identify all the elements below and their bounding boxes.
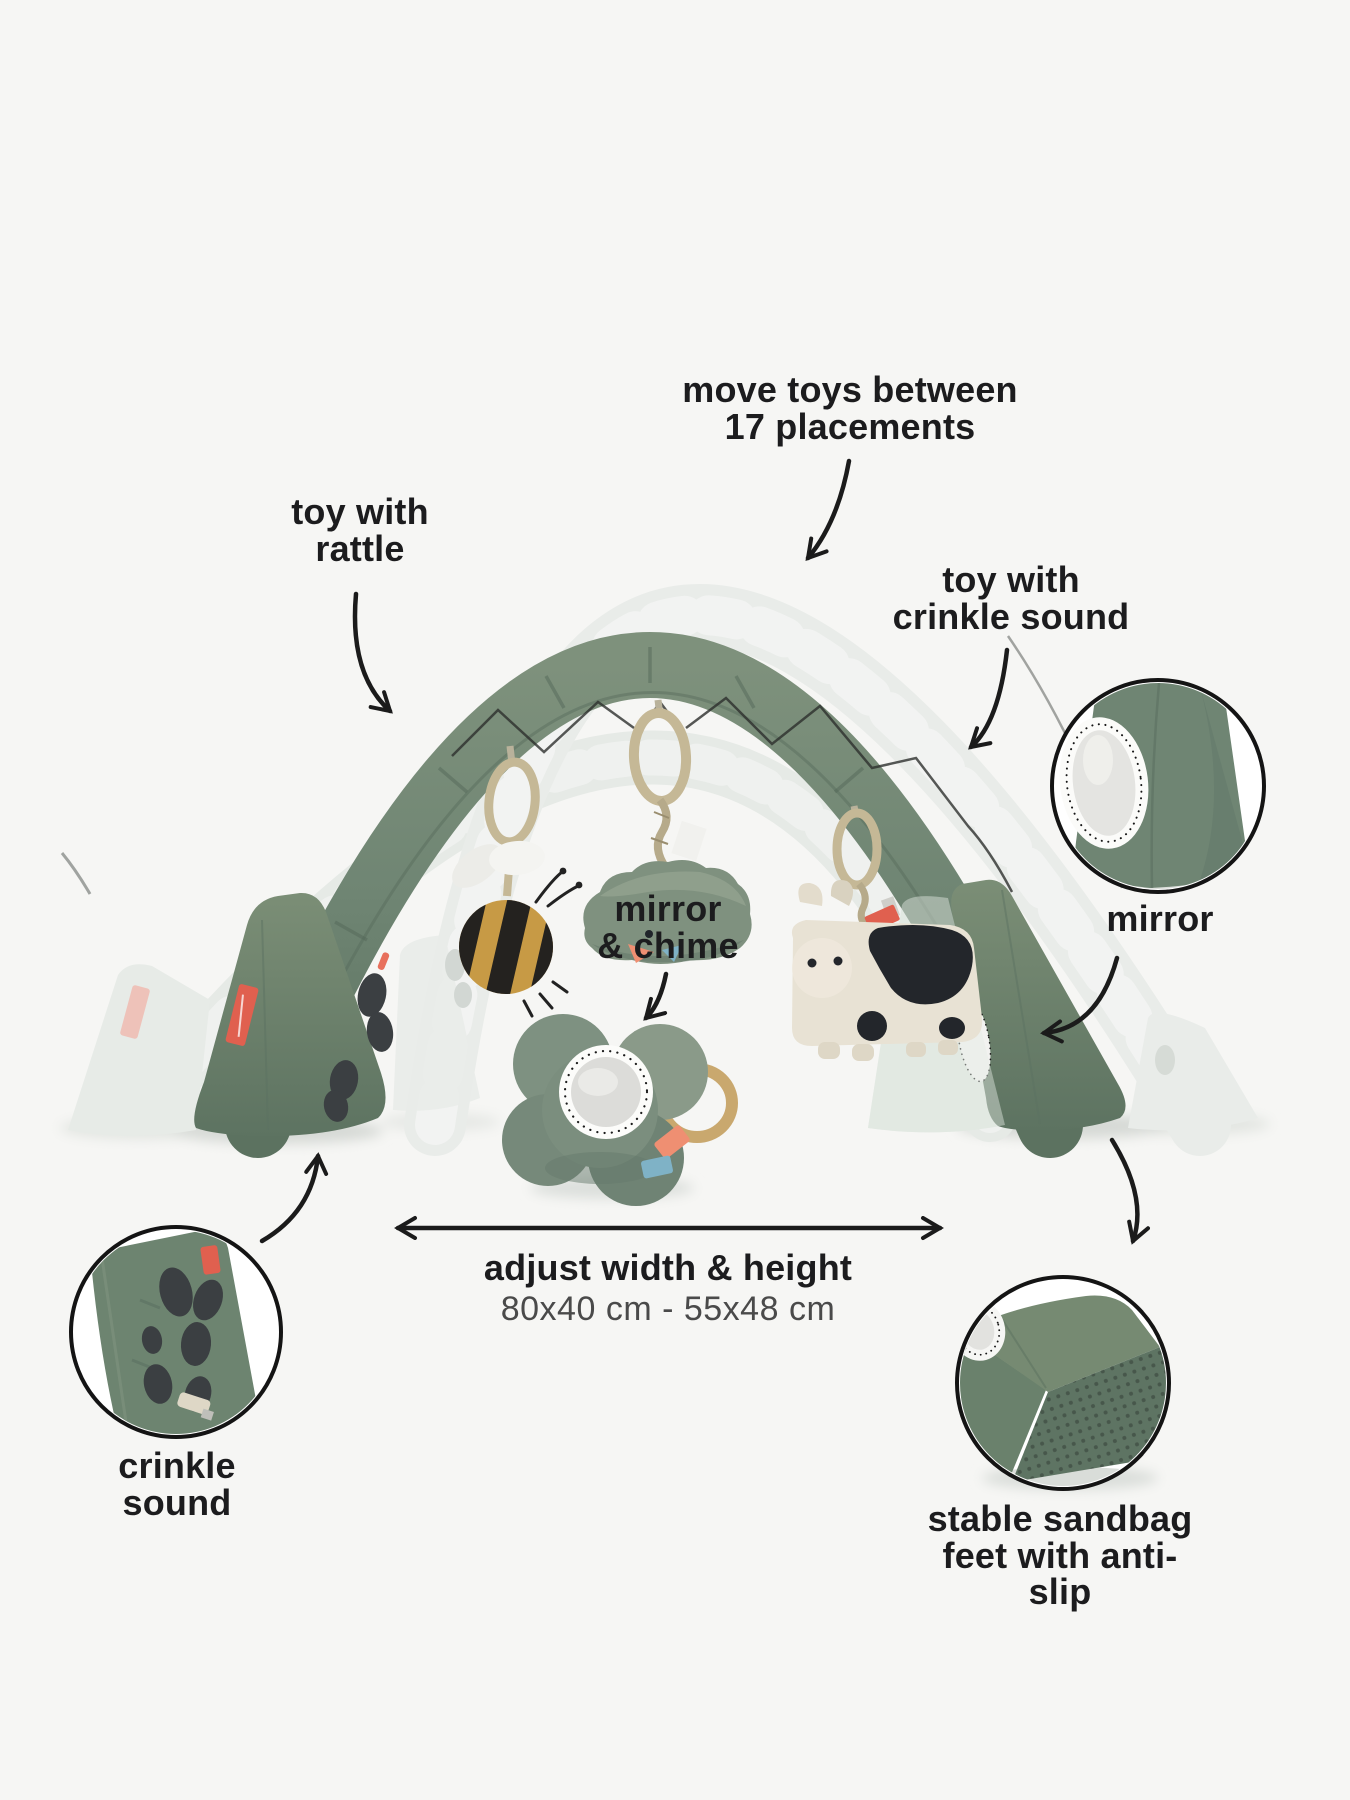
callout-sandbag-detail: [955, 1275, 1171, 1491]
left-sandbag-foot: [194, 892, 394, 1137]
bee-wing: [452, 844, 502, 888]
label-dimensions: 80x40 cm - 55x48 cm: [500, 1290, 836, 1328]
wood-ring: [832, 808, 882, 890]
arrow-toy-rattle: [352, 591, 393, 714]
brand-label: [225, 984, 259, 1046]
crinkle-leaves-zoom: [141, 1267, 223, 1412]
bee-antennae: [534, 870, 580, 908]
bee-legs: [522, 980, 569, 1018]
arrow-move-toys: [805, 458, 852, 562]
cow-legs: [818, 1040, 958, 1061]
arrow-toy-crinkle: [968, 647, 1010, 750]
bee-wing: [489, 840, 545, 876]
cloud-toy: [583, 699, 752, 964]
label-toy-with-rattle: toy with rattle: [291, 491, 429, 569]
crinkle-leaves: [323, 973, 394, 1122]
arrow-mirror: [1040, 955, 1120, 1044]
label-adjust: adjust width & height: [483, 1247, 853, 1288]
label-mirror-and-chime: mirror & chime: [597, 888, 739, 966]
label-move-toys: move toys between 17 placements: [682, 369, 1018, 447]
label-sandbag-feet: stable sandbag feet with anti-slip: [927, 1498, 1193, 1613]
arrow-crinkle-sound: [259, 1152, 329, 1244]
cow-toy: [791, 805, 983, 1061]
arrow-to-sandbag-circle: [1109, 1137, 1151, 1245]
callout-crinkle-detail: [69, 1225, 283, 1439]
label-mirror: mirror: [1106, 898, 1214, 939]
flower-toy: [502, 1014, 738, 1206]
label-crinkle-sound: crinkle sound: [118, 1445, 236, 1523]
annotation-arrows: [259, 458, 1151, 1245]
label-toy-with-crinkle: toy with crinkle sound: [892, 559, 1130, 637]
arrow-mirror-chime: [643, 971, 669, 1021]
